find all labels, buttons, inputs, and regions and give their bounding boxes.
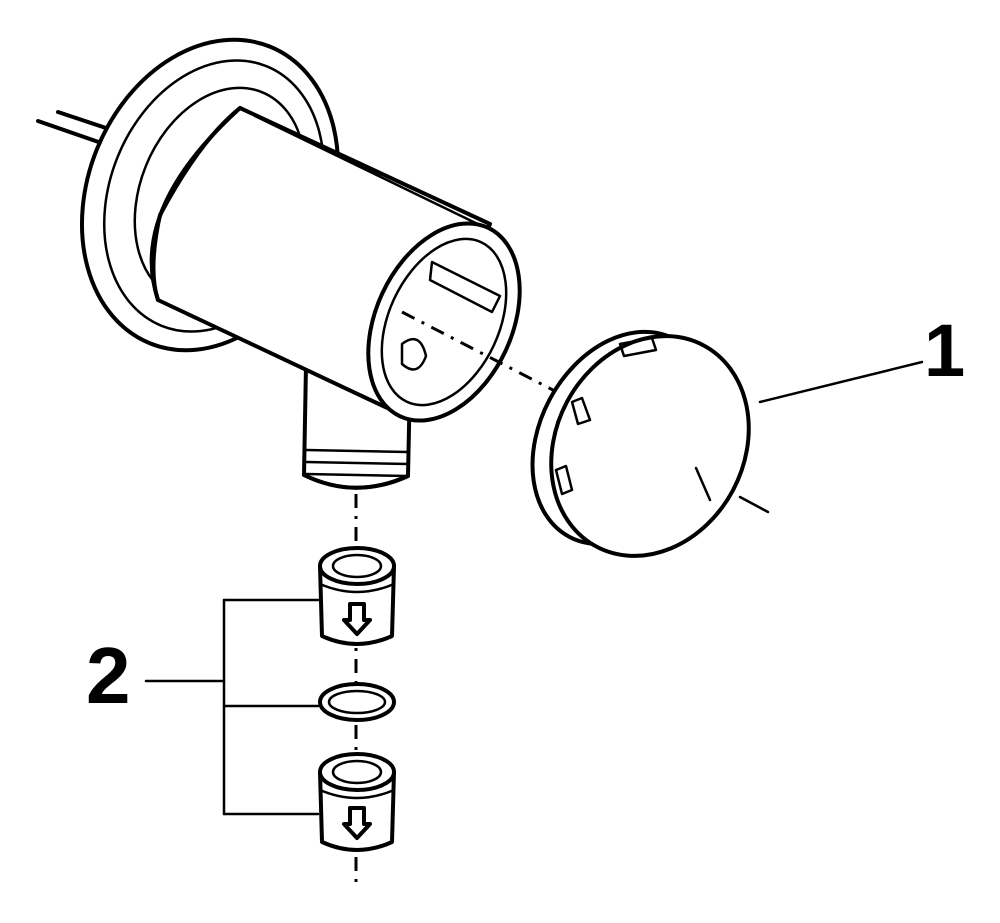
valve-body [149, 106, 522, 423]
leader-line-1 [758, 360, 924, 404]
leader-bracket-2 [144, 598, 320, 816]
cover-cap [530, 329, 751, 558]
axis-line-horizontal [401, 310, 581, 406]
callout-part-2: 2 [86, 631, 131, 720]
callout-part-1: 1 [924, 309, 966, 392]
check-valve-upper [318, 546, 396, 646]
seal-ring [318, 682, 396, 722]
leader-line-1-extension [738, 495, 770, 514]
check-valve-lower [318, 752, 396, 852]
